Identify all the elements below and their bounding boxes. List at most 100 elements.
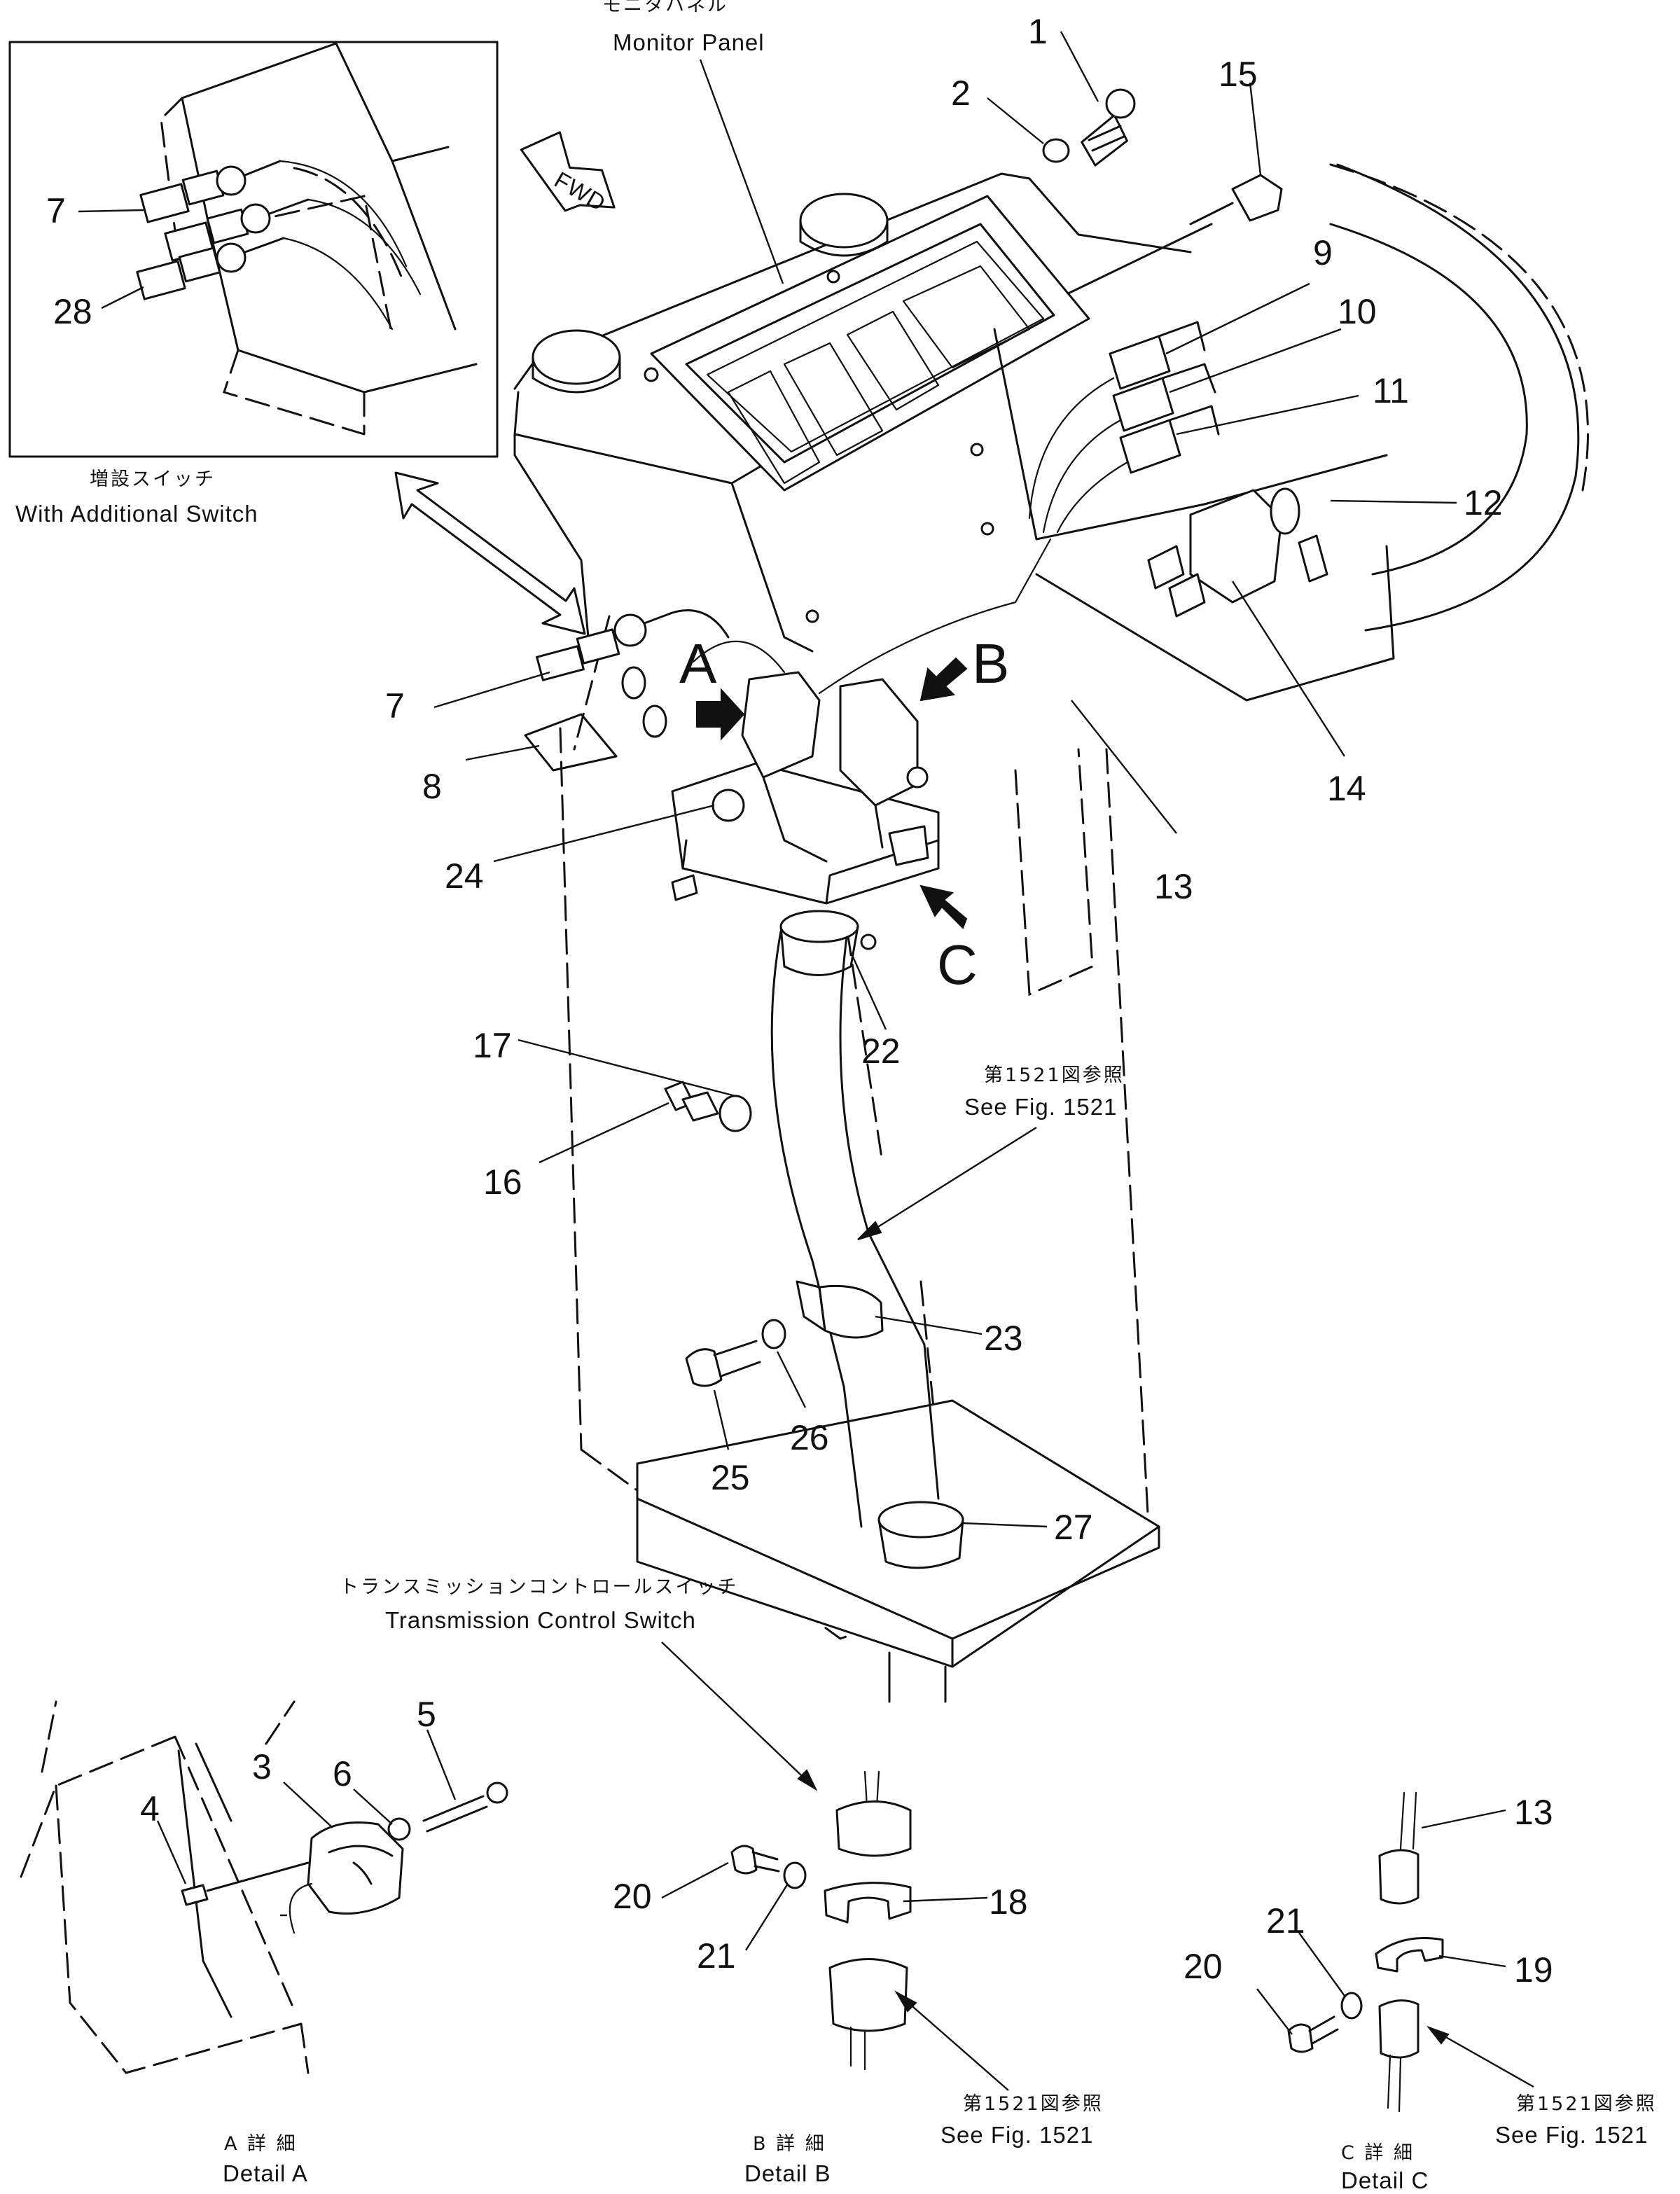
key-switch-terminals (1147, 545, 1206, 618)
monitor-panel-en: Monitor Panel (613, 29, 765, 55)
key-switch-12 (1189, 489, 1283, 604)
leader-18 (903, 1896, 988, 1903)
leader-14 (1231, 581, 1346, 757)
detail-a-letter: A (679, 632, 717, 695)
detail-a-housing (20, 1735, 303, 2074)
leader-5 (426, 1729, 457, 1800)
detail-b-en: Detail B (744, 2160, 831, 2186)
switch-panel-8 (524, 713, 618, 772)
detail-c-jp: C 詳 細 (1341, 2142, 1415, 2164)
detail-a-washer-6 (387, 1817, 411, 1841)
inset-frame (8, 41, 499, 458)
leader-3 (283, 1782, 333, 1828)
detail-c-en: Detail C (1341, 2167, 1429, 2193)
leader-4 (156, 1820, 187, 1884)
part-27-label: 27 (1054, 1508, 1093, 1547)
leader-17 (518, 1039, 736, 1097)
detail-b-washer-21 (783, 1861, 807, 1889)
see-fig-c-jp: 第1521図参照 (1516, 2093, 1657, 2115)
part-22-label: 22 (861, 1032, 901, 1071)
leader-13-c (1421, 1809, 1506, 1829)
part-23-label: 23 (984, 1319, 1023, 1358)
part-15-label: 15 (1219, 55, 1258, 94)
detail-a-en: Detail A (223, 2160, 308, 2186)
leader-16 (539, 1102, 669, 1164)
console-top-edge (513, 172, 1192, 390)
column-right-edge (839, 930, 940, 1500)
inset-wire-hidden (293, 167, 404, 282)
detail-c-switch-top (1378, 1849, 1419, 1905)
see-fig-c-en: See Fig. 1521 (1495, 2122, 1648, 2148)
leader-7 (433, 671, 550, 709)
part-24-label: 24 (445, 856, 484, 896)
column-boot-27 (877, 1501, 964, 1539)
leader-21-b (744, 1883, 789, 1951)
part-5-label: 5 (417, 1695, 436, 1734)
part-7-label: 7 (385, 686, 405, 725)
monitor-window-2 (783, 342, 884, 457)
part-10-label: 10 (1338, 292, 1377, 331)
part-28-label: 28 (53, 292, 92, 331)
switch-9 (1109, 335, 1171, 390)
detail-a-screw-5 (422, 1795, 488, 1833)
detail-b-screw-20 (730, 1845, 758, 1875)
steering-column (770, 910, 964, 1569)
see-fig-b-jp: 第1521図参照 (963, 2093, 1104, 2115)
part-26-label: 26 (790, 1418, 829, 1457)
connector-16-17 (664, 1081, 752, 1132)
key-switch-assembly (1035, 487, 1395, 702)
fwd-arrow: FWD (520, 131, 616, 216)
switch-a-housing (741, 671, 821, 779)
detail-b-clamp-18 (824, 1882, 912, 1924)
bolt-25-washer-26 (685, 1319, 786, 1387)
leader-10 (1169, 328, 1342, 394)
gauge-right (799, 193, 889, 249)
leader-9 (1165, 282, 1310, 355)
detail-a-nut-4 (181, 1884, 209, 1906)
additional-switch-en: With Additional Switch (15, 501, 258, 527)
leader-21-c (1298, 1932, 1345, 1997)
center-bracket-assembly (671, 538, 1052, 905)
detail-c-clamp-19 (1375, 1937, 1444, 1973)
monitor-window-1 (727, 370, 821, 485)
gauge-left (532, 329, 621, 385)
knob-15 (1231, 174, 1283, 222)
detail-c-arrow (919, 884, 968, 929)
part-13-label: 13 (1154, 867, 1193, 906)
leader-15 (1249, 82, 1262, 176)
part-16-label: 16 (483, 1162, 522, 1202)
leader-23 (875, 1315, 983, 1335)
main-view-callouts: 1 2 15 9 10 11 12 14 13 7 8 24 22 17 16 … (385, 12, 1503, 1547)
part-21-c-label: 21 (1266, 1901, 1305, 1940)
part-7-inset-label: 7 (46, 191, 66, 230)
switch-group-9-10-11 (1028, 321, 1220, 534)
leader-22 (849, 952, 887, 1030)
switch-10 (1112, 377, 1174, 432)
inset-housing-hidden (160, 97, 394, 436)
detail-a-arrow (696, 688, 745, 741)
leader-13 (1071, 700, 1177, 834)
leader-26 (776, 1351, 807, 1408)
leader-25 (713, 1389, 730, 1450)
part-20-b-label: 20 (613, 1877, 652, 1916)
leader-20-c (1256, 1988, 1293, 2035)
detail-c-switch-bottom (1378, 1999, 1419, 2059)
detail-a-switch-3 (307, 1821, 404, 1915)
bracket-wiring (692, 538, 1052, 695)
leader-see-fig-main (857, 1126, 1037, 1241)
key (1298, 534, 1328, 583)
detail-c-letter: C (937, 933, 978, 996)
wire-harness-outer (1336, 163, 1580, 632)
inset-switch-upper (139, 160, 282, 223)
part-6-label: 6 (333, 1754, 352, 1793)
inset-wires (279, 160, 422, 331)
part-21-b-label: 21 (697, 1936, 736, 1976)
leader-7-inset (78, 209, 144, 213)
leader-19 (1438, 1955, 1506, 1968)
see-fig-main-jp: 第1521図参照 (984, 1064, 1125, 1086)
cap-8-lower (642, 704, 667, 738)
part-3-label: 3 (252, 1747, 272, 1786)
transmission-en: Transmission Control Switch (385, 1607, 696, 1633)
leader-6 (353, 1789, 393, 1825)
